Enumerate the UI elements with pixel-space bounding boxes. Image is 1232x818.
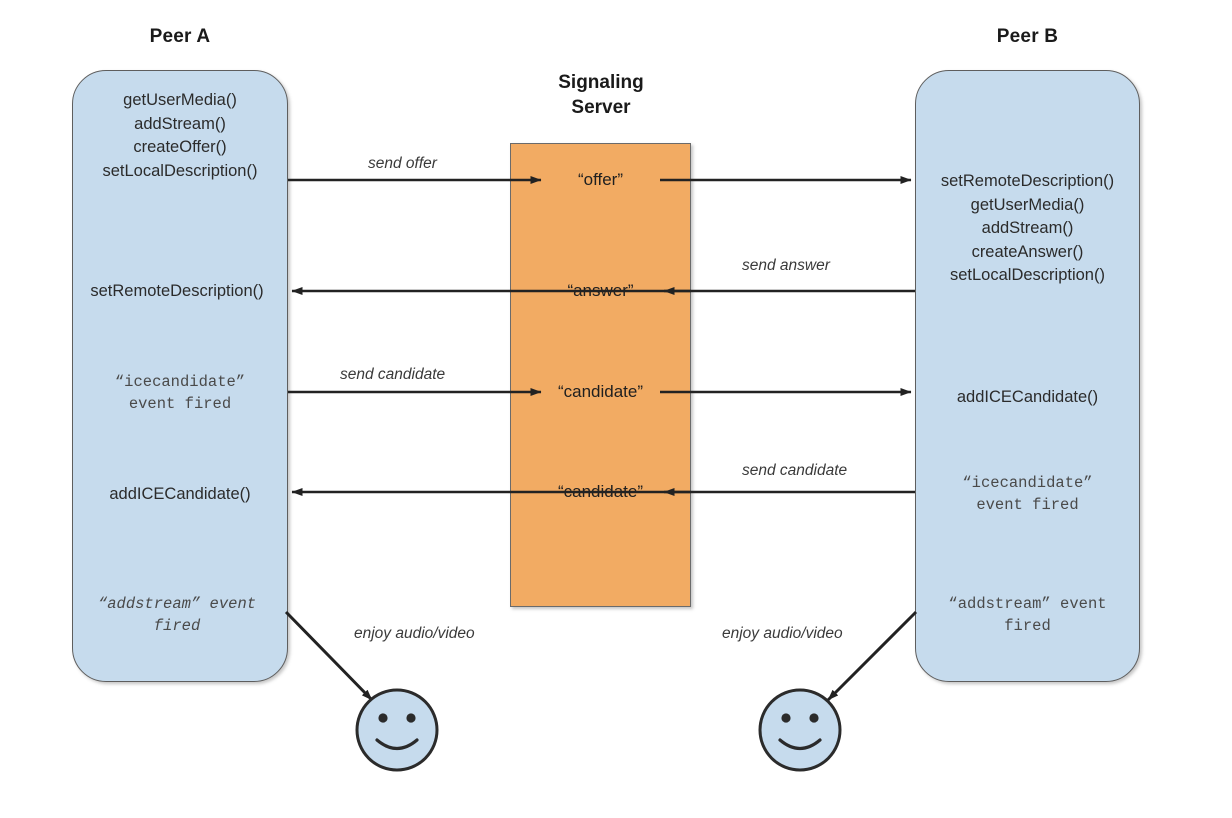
peer-a-addstream-event: “addstream” event fired [97, 595, 257, 635]
peer-a-title: Peer A [149, 26, 211, 47]
peer-a-add-ice-candidate: addICECandidate() [109, 485, 251, 503]
peer-b-box [915, 70, 1140, 682]
smiley-face-right-icon [758, 688, 842, 772]
arrow-label-send-candidate-1: send candidate [340, 366, 446, 383]
peer-a-icecandidate-event: “icecandidate” event fired [114, 373, 246, 413]
arrow-label-enjoy-audio-video-right: enjoy audio/video [722, 625, 843, 642]
arrow-label-send-offer: send offer [368, 155, 437, 172]
peer-b-add-ice-candidate: addICECandidate() [956, 388, 1099, 406]
peer-a-set-remote-description: setRemoteDescription() [90, 282, 264, 300]
server-message-candidate-2: “candidate” [557, 482, 644, 501]
peer-a-api-list-initial: getUserMedia() addStream() createOffer()… [102, 91, 258, 180]
server-message-candidate-1: “candidate” [557, 382, 644, 401]
server-message-offer: “offer” [577, 170, 624, 189]
server-message-answer: “answer” [567, 281, 634, 300]
peer-b-addstream-event: “addstream” event fired [948, 595, 1107, 635]
arrow-label-send-candidate-2: send candidate [742, 462, 848, 479]
smiley-face-left-icon [355, 688, 439, 772]
peer-b-api-list-initial: setRemoteDescription() getUserMedia() ad… [940, 172, 1115, 284]
arrow-label-enjoy-audio-video-left: enjoy audio/video [354, 625, 475, 642]
signaling-server-box [510, 143, 691, 607]
signaling-server-title: Signaling Server [558, 72, 644, 118]
peer-b-title: Peer B [996, 26, 1059, 47]
peer-b-icecandidate-event: “icecandidate” event fired [962, 474, 1093, 514]
arrow-label-send-answer: send answer [742, 257, 830, 274]
peer-a-box [72, 70, 288, 682]
